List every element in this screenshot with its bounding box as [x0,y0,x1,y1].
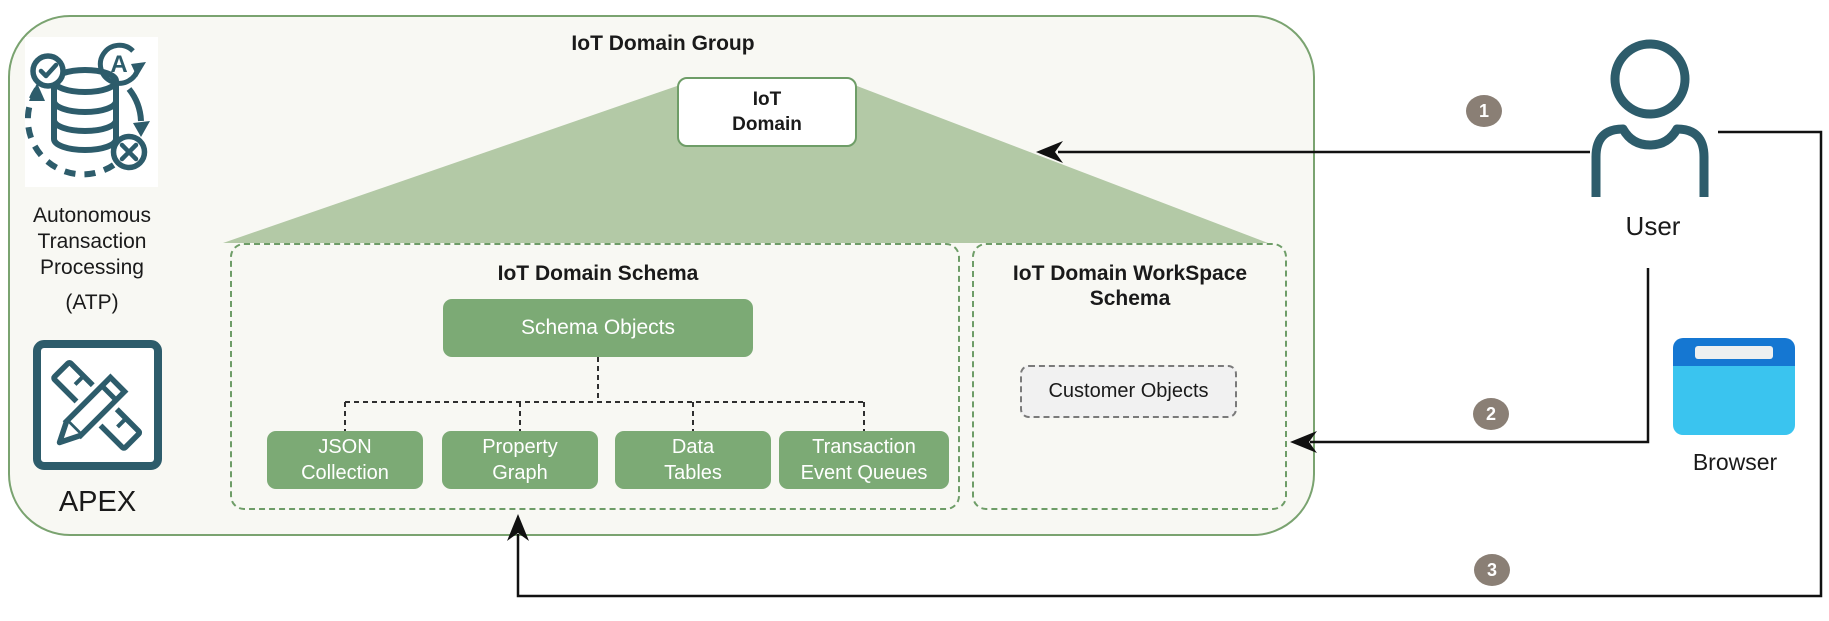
child-label-line1: Transaction [812,436,916,458]
child-label-line2: Event Queues [800,462,928,484]
child-label-line1: Data [671,436,715,458]
browser-titlebar [1673,338,1795,366]
schema-child-data-tables: Data Tables [615,431,771,489]
apex-label: APEX [58,486,137,518]
iot-domain-label-line2: Domain [732,114,802,135]
customer-objects-box: Customer Objects [1020,365,1237,418]
schema-objects-box: Schema Objects [443,299,753,357]
atp-icon-wrap: A [24,37,158,187]
browser-label: Browser [1692,449,1778,475]
apex-pencil-ruler-icon [33,340,162,470]
iot-domain-label-line1: IoT [752,89,782,110]
atp-abbr-label: (ATP) [65,291,119,314]
apex-icon-wrap [32,337,163,473]
iot-domain-box: IoT Domain [677,77,857,147]
user-label: User [1625,211,1681,241]
child-label-line2: Collection [301,462,389,484]
workspace-zone-title: IoT Domain WorkSpace Schema [980,261,1280,311]
user-person-icon [1591,39,1709,197]
atp-letter-a: A [110,51,127,78]
schema-child-transaction-event-queues: Transaction Event Queues [779,431,949,489]
pencil-tip [56,420,82,446]
child-label-line2: Graph [492,462,548,484]
atp-down-arrowhead [133,121,150,137]
atp-autonomous-database-icon: A [24,42,150,178]
atp-label-line1: Autonomous [33,204,151,227]
schema-child-json-collection: JSON Collection [267,431,423,489]
flow-badge-1: 1 [1466,95,1502,127]
child-label-line1: Property [482,436,558,458]
user-icon-wrap [1585,35,1715,200]
browser-viewport [1673,366,1795,435]
atp-label: Autonomous Transaction Processing [10,203,174,281]
child-label-line2: Tables [664,462,722,484]
browser-window-icon [1673,338,1795,435]
atp-label-line2: Transaction [37,230,147,253]
atp-label-line3: Processing [40,256,144,279]
workspace-title-line2: Schema [1089,287,1171,310]
schema-zone-title: IoT Domain Schema [497,262,699,285]
flow-badge-2: 2 [1473,398,1509,430]
child-label-line1: JSON [318,436,372,458]
atp-up-arrowhead [29,83,45,101]
browser-address-bar [1695,345,1773,359]
atp-refresh-arc [97,42,141,86]
workspace-title-line1: IoT Domain WorkSpace [1012,262,1248,285]
group-title: IoT Domain Group [571,32,755,55]
flow-badge-3: 3 [1474,554,1510,586]
schema-child-property-graph: Property Graph [442,431,598,489]
